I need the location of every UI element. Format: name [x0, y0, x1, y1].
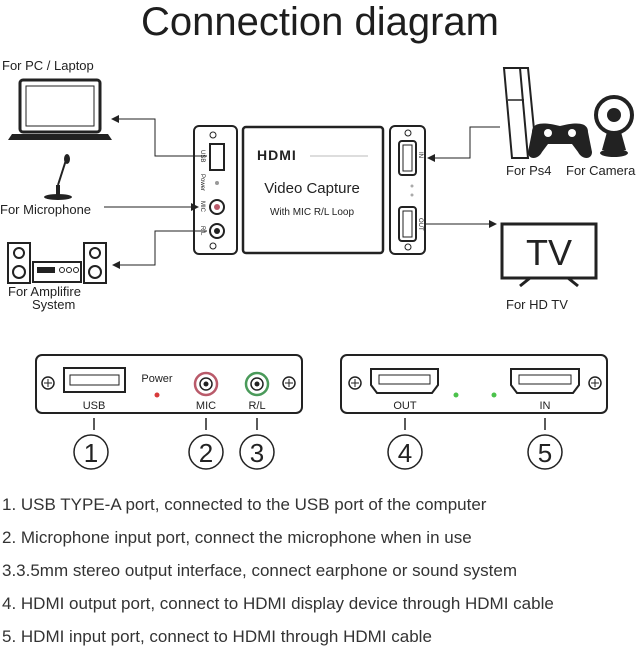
side-power-label: Power [199, 174, 205, 191]
panel-rl-label: R/L [248, 400, 265, 412]
laptop-icon [8, 78, 112, 140]
ps4-label: For Ps4 [506, 163, 552, 178]
amplifier-label-line2: System [32, 297, 76, 312]
right-port-panel: OUT IN [340, 354, 608, 414]
callout-5: 5 [538, 438, 552, 468]
callout-4: 4 [398, 438, 412, 468]
usb-to-pc-arrow [111, 115, 207, 157]
description-3: 3.3.5mm stereo output interface, connect… [2, 561, 518, 580]
power-led [154, 392, 160, 398]
callout-3: 3 [250, 438, 264, 468]
callouts [73, 418, 563, 470]
status-led-2 [491, 392, 497, 398]
status-led-1 [453, 392, 459, 398]
tv-label: For HD TV [506, 297, 568, 312]
capture-brand: HDMI [257, 147, 297, 163]
callout-numbers: 1 2 3 4 5 [84, 438, 552, 468]
amplifier-icon [7, 242, 107, 284]
description-4: 4. HDMI output port, connect to HDMI dis… [2, 594, 554, 613]
rl-to-amp-arrow [112, 230, 207, 269]
capture-right-side: IN OUT [389, 125, 426, 255]
pc-label: For PC / Laptop [2, 58, 94, 73]
tv-screen-text: TV [526, 232, 572, 273]
capture-name: Video Capture [264, 180, 360, 197]
camera-icon [594, 95, 634, 157]
capture-box-body: HDMI Video Capture With MIC R/L Loop [241, 125, 385, 255]
panel-mic-label: MIC [196, 400, 216, 412]
left-port-panel: USB Power MIC R/L [35, 354, 303, 414]
description-1: 1. USB TYPE-A port, connected to the USB… [2, 495, 487, 514]
description-2: 2. Microphone input port, connect the mi… [2, 528, 472, 547]
tv-icon: TV [500, 222, 598, 288]
callout-2: 2 [199, 438, 213, 468]
side-out-label: OUT [417, 218, 423, 231]
capture-left-side: USB Power MIC R/L [193, 125, 238, 255]
side-mic-label: MIC [199, 201, 205, 213]
panel-usb-label: USB [83, 400, 106, 412]
panel-in-label: IN [540, 400, 551, 412]
panel-out-label: OUT [393, 400, 417, 412]
camera-label: For Camera [566, 163, 636, 178]
microphone-label: For Microphone [0, 202, 92, 217]
microphone-icon [44, 154, 72, 200]
amplifier-label-line1: For Amplifire [8, 284, 81, 299]
page-title: Connection diagram [141, 0, 499, 44]
ps4-icon [502, 67, 592, 159]
description-5: 5. HDMI input port, connect to HDMI thro… [2, 627, 432, 646]
callout-1: 1 [84, 438, 98, 468]
side-in-label: IN [417, 152, 423, 158]
capture-subtitle: With MIC R/L Loop [270, 207, 355, 218]
panel-power-label: Power [141, 373, 173, 385]
connection-lines [104, 115, 500, 269]
ps4-to-in-arrow [427, 126, 500, 162]
